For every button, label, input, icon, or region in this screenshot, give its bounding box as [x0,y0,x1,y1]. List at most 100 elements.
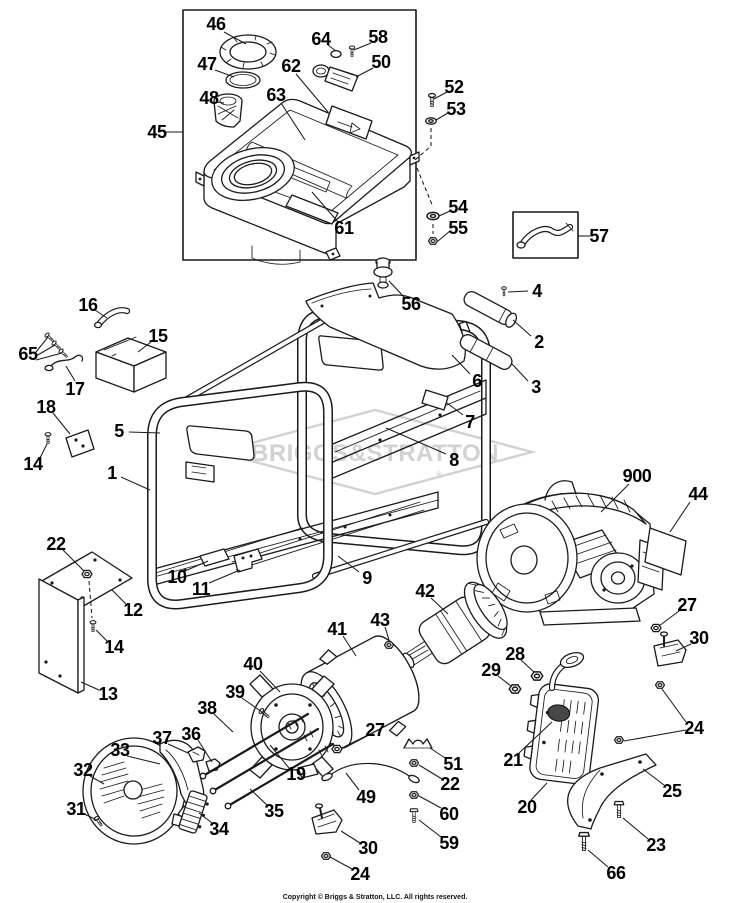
vibration-mount-drawing [311,803,343,835]
callout-49: 49 [356,787,376,807]
callout-43: 43 [370,610,390,630]
callout-55: 55 [448,218,468,238]
callout-38: 38 [197,698,217,718]
callout-62: 62 [281,56,301,76]
callout-56: 56 [401,294,421,314]
callout-66: 66 [606,863,626,883]
handle-grip-drawing [458,320,513,370]
tank-washer-drawing [425,117,437,125]
callout-28: 28 [505,644,525,664]
callout-2: 2 [534,332,544,352]
side-panel-drawing [38,578,85,694]
callout-60: 60 [439,804,459,824]
frame-bracket-drawing [233,548,263,573]
callout-32: 32 [73,760,93,780]
sticker-drawing [421,389,449,411]
callout-15: 15 [148,326,168,346]
end-bracket-drawing [249,674,335,779]
exhaust-nut-drawing [530,671,544,681]
shield-bolt-drawing [613,800,625,819]
callout-5: 5 [114,421,124,441]
callout-18: 18 [36,397,56,417]
callout-45: 45 [147,122,167,142]
hex-nut-drawing [383,641,395,649]
callout-37: 37 [152,728,172,748]
callout-23: 23 [646,835,666,855]
hex-nut-drawing [408,791,420,799]
through-bolts-drawing [199,712,335,810]
wing-clip-drawing [403,738,433,749]
vibration-mount-drawing [653,631,687,667]
callout-16: 16 [78,295,98,315]
terminal-clip-drawing [187,746,221,772]
callout-24b: 24 [684,718,704,738]
callout-8: 8 [449,450,459,470]
handle-pin-drawing [501,286,507,297]
callout-12: 12 [123,600,143,620]
callout-31: 31 [66,799,86,819]
watermark-registered-icon: ® [436,470,443,480]
callout-4: 4 [532,281,542,301]
callout-48: 48 [199,88,219,108]
callout-52: 52 [444,77,464,97]
callout-27b: 27 [677,595,697,615]
callout-35: 35 [264,801,284,821]
rotor-drawing [402,581,508,669]
callout-54: 54 [448,197,468,217]
callout-10: 10 [167,567,187,587]
callout-33: 33 [110,740,130,760]
callout-9: 9 [362,568,372,588]
callout-900: 900 [623,466,652,486]
callout-41: 41 [327,619,347,639]
callout-21: 21 [503,750,523,770]
fuel-hose-drawing [512,211,579,259]
callout-59: 59 [439,833,459,853]
gauge-screw-drawing [348,45,356,57]
fuel-valve-drawing [373,257,393,289]
callout-57: 57 [589,226,609,246]
callout-39: 39 [225,682,245,702]
callout-34: 34 [209,819,229,839]
callout-61: 61 [334,218,354,238]
callout-30b: 30 [689,628,709,648]
hex-nut-drawing [408,759,420,767]
hardware-alignment-dash [416,167,434,234]
callout-44: 44 [688,484,708,504]
callout-13: 13 [98,684,118,704]
fuel-tank-group-box [182,9,417,261]
small-plate-drawing [65,429,95,458]
callout-63: 63 [266,85,286,105]
fuel-tank-drawing [195,98,420,265]
callout-29: 29 [481,660,501,680]
frame-drawing [147,308,491,610]
strap-drawing [93,307,131,329]
engine-bolt-drawing [578,831,590,852]
plate-screw-drawing [44,432,52,445]
callout-64: 64 [311,29,331,49]
callout-14b: 14 [104,637,124,657]
callout-50: 50 [371,52,391,72]
fuel-filter-drawing [213,93,243,128]
muffler-drawing [523,651,600,785]
callout-11: 11 [192,579,211,599]
callout-17: 17 [65,379,85,399]
hardware-alignment-dash [414,128,432,161]
callout-46: 46 [206,14,226,34]
leader-lines [35,31,692,870]
callout-19: 19 [286,764,306,784]
callout-6: 6 [472,371,482,391]
hex-nut-drawing [613,736,625,744]
cap-gasket-drawing [225,71,261,89]
callout-25: 25 [662,781,682,801]
callout-22b: 22 [440,774,460,794]
battery-box-drawing [95,336,167,393]
copyright-text: Copyright © Briggs & Stratton, LLC. All … [283,893,468,901]
callout-27a: 27 [365,720,385,740]
callout-65: 65 [18,344,38,364]
heat-shield-drawing [567,753,657,830]
callout-14a: 14 [23,454,43,474]
tank-nut-drawing [427,237,439,245]
fuel-gauge-drawing [312,64,359,92]
